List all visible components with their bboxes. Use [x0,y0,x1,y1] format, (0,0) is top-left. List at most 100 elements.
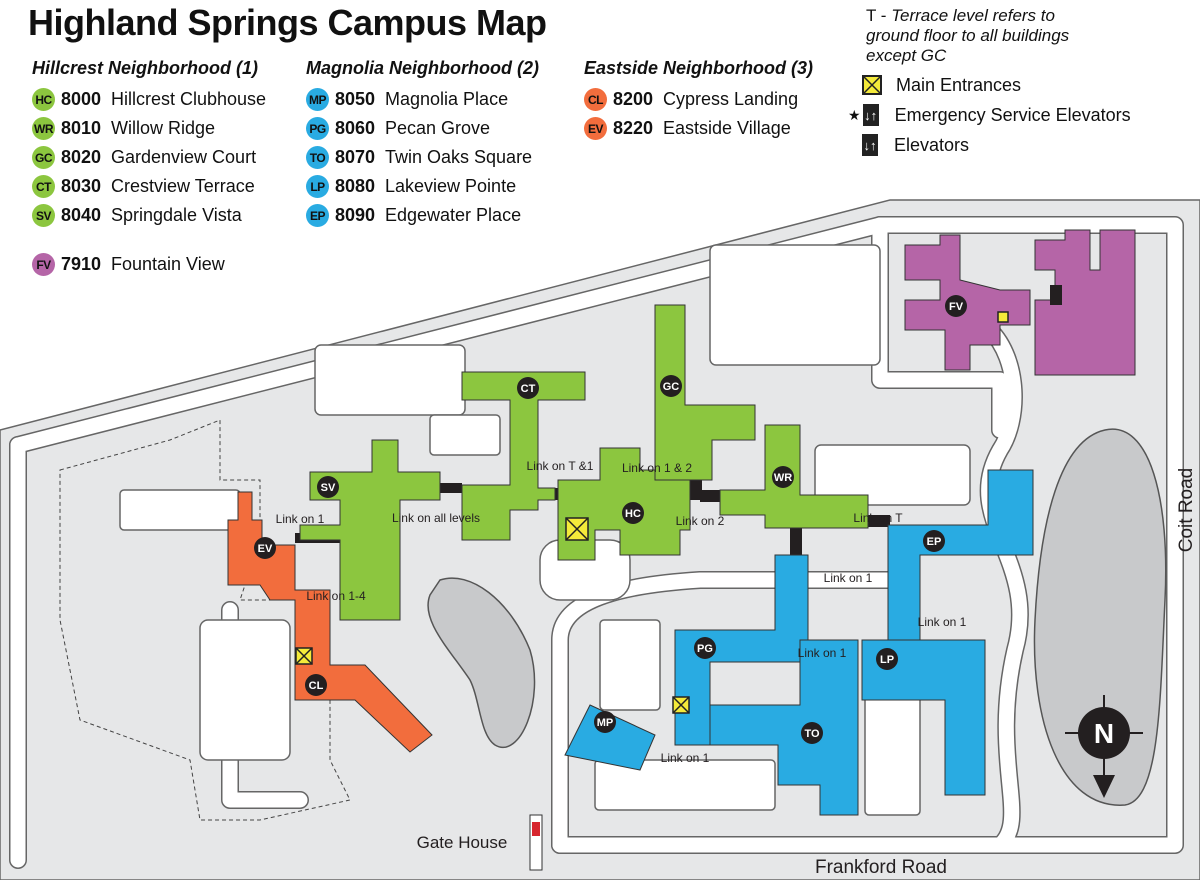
elevator-icon: ↓↑ [862,134,878,156]
legend-item: SV 8040 Springdale Vista [32,201,266,230]
badge-mp: MP [306,88,329,111]
svg-text:MP: MP [597,717,614,729]
building-number: 8040 [61,205,102,225]
label-link-ev-cl: Link on 1-4 [306,589,366,603]
gate [529,814,543,871]
key-label: Elevators [894,134,970,155]
badge-sv: SV [32,204,55,227]
marker-sv: SV [317,476,339,498]
label-gate-house: Gate House [417,833,508,852]
key-entrances: Main Entrances [862,70,1131,100]
building-name: Fountain View [111,254,225,274]
note-prefix: T - [866,6,892,25]
badge-ep: EP [306,204,329,227]
marker-fv: FV [945,295,967,317]
lake-east [1033,428,1167,806]
building-gc[interactable] [654,304,756,481]
building-number: 8200 [613,89,654,109]
badge-hc: HC [32,88,55,111]
building-ct[interactable] [461,371,586,541]
building-to[interactable] [709,639,859,816]
marker-to: TO [801,722,823,744]
svg-text:CT: CT [521,383,536,395]
legend-item: WR 8010 Willow Ridge [32,114,266,143]
page-title: Highland Springs Campus Map [28,2,547,43]
building-name: Lakeview Pointe [385,176,517,196]
map-key: T - Terrace level refers to ground floor… [848,6,1131,160]
label-link-to-lp: Link on 1 [798,646,847,660]
note-text: Terrace level refers to ground floor to … [866,6,1070,65]
building-number: 8020 [61,147,102,167]
label-link-sv-ev: Link on 1 [276,512,325,526]
building-number: 8050 [335,89,376,109]
building-name: Magnolia Place [385,89,509,109]
building-number: 8090 [335,205,376,225]
badge-pg: PG [306,117,329,140]
marker-ct: CT [517,377,539,399]
building-number: 8220 [613,118,654,138]
legend-item: LP 8080 Lakeview Pointe [306,172,539,201]
svg-text:WR: WR [774,472,792,484]
badge-wr: WR [32,117,55,140]
building-name: Twin Oaks Square [385,147,533,167]
badge-gc: GC [32,146,55,169]
building-number: 8010 [61,118,102,138]
building-name: Pecan Grove [385,118,491,138]
svg-text:FV: FV [949,301,964,313]
badge-cl: CL [584,88,607,111]
building-name: Edgewater Place [385,205,522,225]
badge-lp: LP [306,175,329,198]
north-arrow-icon: N [1065,695,1143,798]
legend-eastside: Eastside Neighborhood (3) CL 8200 Cypress … [584,58,813,143]
label-link-wr-pg: Link on 1 [824,571,873,585]
building-number: 8070 [335,147,376,167]
building-number: 8060 [335,118,376,138]
svg-text:EV: EV [258,543,273,555]
building-fv[interactable] [904,229,1136,376]
label-link-mp-to: Link on 1 [661,751,710,765]
svg-text:GC: GC [663,381,680,393]
svg-text:N: N [1094,718,1114,749]
building-name: Willow Ridge [111,118,216,138]
building-ev-cl[interactable] [227,491,433,753]
lake-west [427,577,536,748]
marker-pg: PG [694,637,716,659]
svg-text:SV: SV [321,482,336,494]
terrace-note: T - Terrace level refers to ground floor… [866,6,1086,66]
marker-hc: HC [622,502,644,524]
legend-item: PG 8060 Pecan Grove [306,114,539,143]
badge-ct: CT [32,175,55,198]
marker-cl: CL [305,674,327,696]
svg-text:CL: CL [309,680,324,692]
badge-ev: EV [584,117,607,140]
label-link-ep-lp: Link on 1 [918,615,967,629]
key-elevators: ↓↑ Elevators [862,130,1131,160]
building-markers: SV CT HC GC WR EP LP PG TO MP EV CL FV [254,295,967,744]
label-frankford-road: Frankford Road [815,857,947,878]
building-mp[interactable] [564,704,656,771]
legend-item: CT 8030 Crestview Terrace [32,172,266,201]
main-entrance-icons [295,311,1009,714]
star-icon: ★ [848,106,861,123]
building-lp[interactable] [861,639,986,796]
label-link-hc-wr: Link on 2 [676,514,725,528]
building-number: 8030 [61,176,102,196]
building-name: Springdale Vista [111,205,242,225]
building-number: 8000 [61,89,102,109]
building-wr[interactable] [719,424,869,529]
marker-ep: EP [923,530,945,552]
svg-text:PG: PG [697,643,713,655]
building-number: 8080 [335,176,376,196]
elevator-icon: ↓↑ [862,104,879,126]
neighborhood-heading: Eastside Neighborhood (3) [584,58,814,78]
svg-text:HC: HC [625,508,641,520]
label-coit-road: Coit Road [1176,468,1197,553]
building-name: Cypress Landing [663,89,799,109]
building-name: Crestview Terrace [111,176,255,196]
label-link-ct-hc: Link on T &1 [527,459,594,473]
